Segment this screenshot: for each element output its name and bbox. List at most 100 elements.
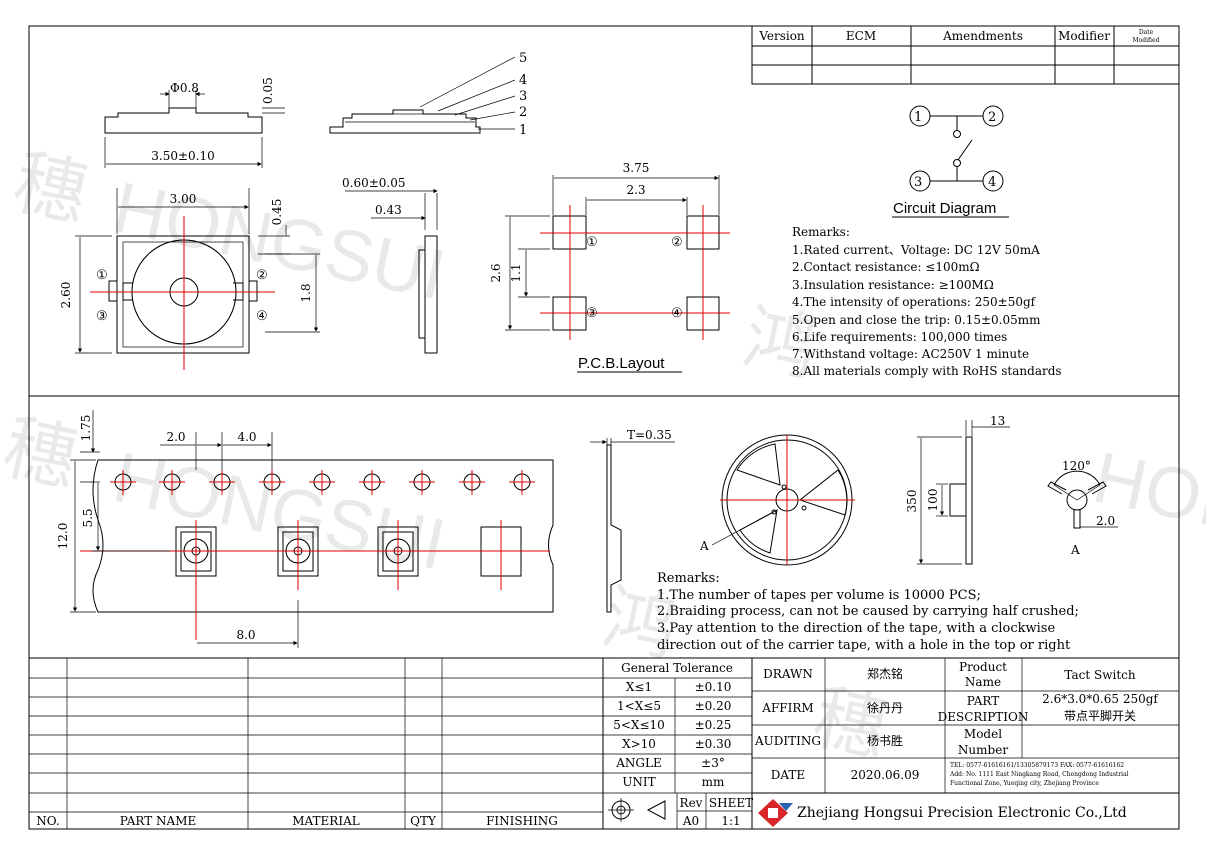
dim-12-0: 12.0	[56, 523, 70, 550]
company-name: Zhejiang Hongsui Precision Electronic Co…	[797, 805, 1127, 821]
affirm-label: AFFIRM	[761, 701, 813, 715]
dim-2-3: 2.3	[626, 183, 645, 197]
circuit-pin-2: 2	[988, 110, 996, 125]
tolerance-table: General Tolerance X≤1 ±0.10 1<X≤5 ±0.20 …	[603, 658, 753, 829]
remarks-1: Remarks: 1.Rated current、Voltage: DC 12V…	[792, 225, 1062, 378]
tolerance-value: ±3°	[701, 756, 725, 770]
watermark-text: 鸿	[737, 297, 824, 390]
remarks-2-item: 2.Braiding process, can not be caused by…	[657, 604, 1079, 619]
drawn-name: 郑杰铭	[867, 666, 903, 681]
pin-label-4: ④	[256, 309, 268, 324]
circuit-pin-4: 4	[988, 175, 996, 190]
circuit-diagram-title: Circuit Diagram	[893, 200, 996, 217]
company-logo-icon	[758, 799, 793, 827]
remarks-2-item: direction out of the carrier tape, with …	[657, 638, 1071, 653]
dim-120-deg: 120°	[1062, 459, 1091, 473]
hub-label-a: A	[1070, 543, 1080, 557]
product-name: Tact Switch	[1064, 668, 1135, 682]
revision-table: Version ECM Amendments Modifier Date Mod…	[751, 25, 1180, 85]
tolerance-value: mm	[702, 775, 725, 789]
callout-4: 4	[519, 73, 527, 88]
pcb-pin-3: ③	[586, 306, 598, 321]
remarks-1-item: 7.Withstand voltage: AC250V 1 minute	[792, 347, 1029, 361]
pin-label-3: ③	[96, 309, 108, 324]
pcb-pin-2: ②	[671, 235, 683, 250]
watermark-text: 穗	[7, 142, 94, 235]
parts-header-name: PART NAME	[120, 814, 197, 828]
dim-3-50: 3.50±0.10	[151, 149, 215, 163]
affirm-name: 徐丹丹	[867, 700, 903, 715]
sheet-value: 1:1	[721, 814, 740, 828]
dim-t-0-35: T=0.35	[627, 428, 672, 442]
rev-value: A0	[682, 814, 699, 828]
watermark-text: 穗	[807, 677, 894, 770]
model-label: Number	[958, 743, 1008, 757]
rev-header-amendments: Amendments	[942, 29, 1023, 43]
callout-3: 3	[519, 89, 527, 104]
dim-0-60: 0.60±0.05	[342, 176, 406, 190]
side-profile-small: Φ0.8 0.05 3.50±0.10	[104, 77, 285, 168]
contact-line: Add: No. 1111 East Ningkang Road, Chengd…	[949, 771, 1129, 778]
contact-line: Functional Zone, Yueqing city, Zhejiang …	[950, 780, 1099, 787]
sheet-label: SHEET	[709, 796, 753, 810]
tape-cross-section: T=0.35	[590, 428, 675, 613]
tolerance-value: ±0.10	[695, 680, 732, 694]
side-view: 0.60±0.05 0.43	[342, 176, 438, 354]
dim-3-00: 3.00	[170, 192, 197, 206]
tolerance-value: ±0.25	[695, 718, 732, 732]
circuit-pin-3: 3	[914, 175, 922, 190]
parts-header-finishing: FINISHING	[486, 814, 558, 828]
reel: A	[699, 434, 855, 566]
tolerance-range: X>10	[622, 737, 656, 751]
remarks-1-item: 1.Rated current、Voltage: DC 12V 50mA	[792, 243, 1040, 257]
dim-5-5: 5.5	[81, 508, 95, 527]
remarks-1-item: 4.The intensity of operations: 250±50gf	[792, 295, 1037, 309]
reel-side: 13 350 100	[905, 414, 1010, 565]
pin-label-1: ①	[96, 268, 108, 283]
watermark-text: 穗	[0, 407, 84, 500]
remarks-1-item: 8.All materials comply with RoHS standar…	[792, 364, 1062, 378]
projection-symbol-icon	[608, 798, 666, 822]
product-name-label: Product	[959, 660, 1007, 674]
remarks-1-item: 5.Open and close the trip: 0.15±0.05mm	[792, 313, 1041, 327]
callout-2: 2	[519, 105, 527, 120]
dim-2-0: 2.0	[166, 430, 185, 444]
dim-100: 100	[926, 489, 940, 512]
parts-header-material: MATERIAL	[292, 814, 360, 828]
dim-1-75: 1.75	[79, 415, 93, 442]
remarks-2-title: Remarks:	[657, 571, 720, 586]
part-description: 带点平脚开关	[1064, 708, 1136, 723]
remarks-2: Remarks: 1.The number of tapes per volum…	[657, 571, 1079, 653]
remarks-1-title: Remarks:	[792, 225, 850, 239]
pcb-layout: 3.75 2.3 2.6 1.1 ① ② ③ ④ P.C.B.Layout	[489, 161, 730, 373]
callout-1: 1	[519, 123, 527, 138]
pin-label-2: ②	[256, 268, 268, 283]
dim-phi-0-8: Φ0.8	[170, 81, 199, 95]
auditing-label: AUDITING	[754, 734, 821, 748]
hub-detail: 120° 2.0 A	[1047, 459, 1118, 557]
border-frame	[28, 25, 1180, 830]
dim-350: 350	[905, 490, 919, 513]
drawn-label: DRAWN	[763, 667, 813, 681]
model-label: Model	[964, 727, 1002, 741]
remarks-1-item: 3.Insulation resistance: ≥100MΩ	[792, 278, 994, 292]
callout-5: 5	[519, 51, 527, 66]
date-label: DATE	[771, 768, 805, 782]
rev-header-date: Date	[1139, 29, 1154, 36]
tolerance-title: General Tolerance	[621, 661, 733, 675]
tolerance-range: 1<X≤5	[617, 699, 661, 713]
rev-header-modifier: Modifier	[1058, 29, 1110, 43]
dim-0-45: 0.45	[270, 199, 284, 226]
dim-1-1: 1.1	[509, 263, 523, 282]
dim-2-0-hub: 2.0	[1096, 514, 1115, 528]
circuit-diagram: 1 2 3 4 Circuit Diagram	[892, 105, 1009, 218]
rev-label: Rev	[680, 796, 703, 810]
carrier-tape: 1.75 2.0 4.0 5.5 12.0 8.0	[56, 410, 554, 648]
parts-table: NO. PART NAME MATERIAL QTY FINISHING	[29, 657, 1179, 829]
tolerance-range: X≤1	[626, 680, 652, 694]
rev-header-version: Version	[758, 29, 805, 43]
tolerance-range: 5<X≤10	[613, 718, 665, 732]
remarks-2-item: 1.The number of tapes per volume is 1000…	[657, 588, 981, 603]
circuit-pin-1: 1	[914, 110, 922, 125]
